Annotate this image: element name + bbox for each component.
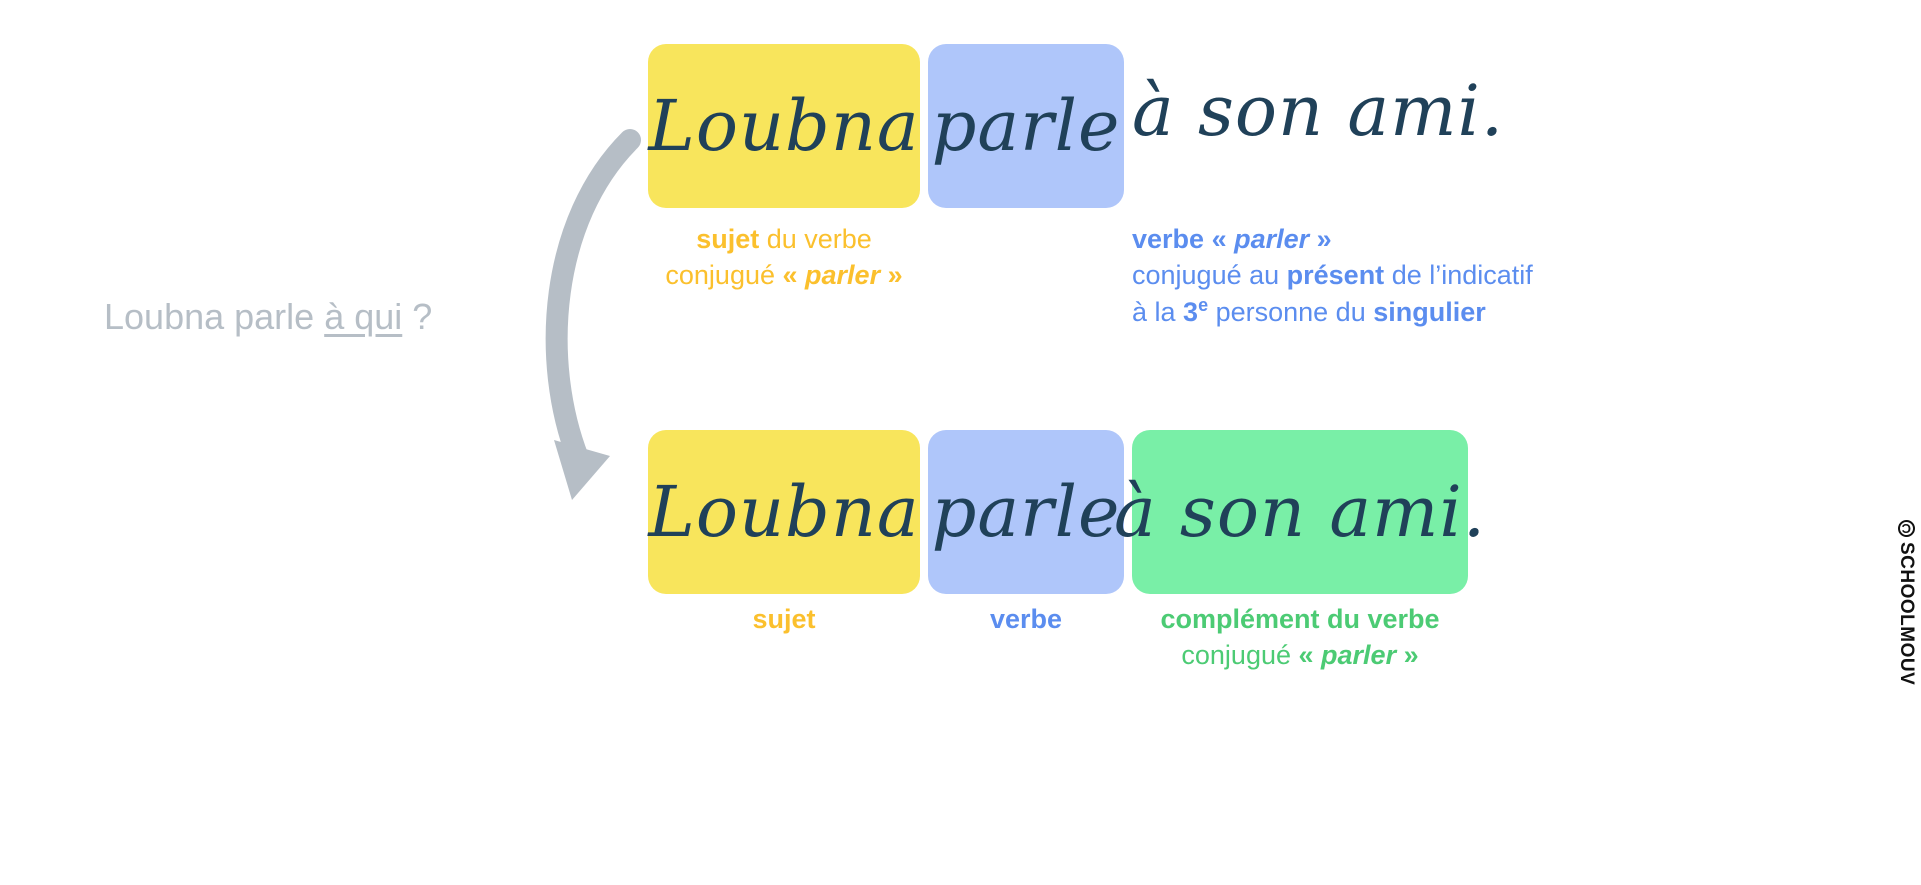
row1-verb-annot-bold: verbe <box>1132 224 1205 254</box>
row1-subject-annot-quote-close: » <box>880 259 903 290</box>
row2-verb-word: parle <box>931 471 1121 553</box>
watermark-text: SCHOOLMOUV <box>1896 542 1917 686</box>
row1-verb-annot-person-sup: e <box>1198 294 1209 315</box>
copyright-icon: C <box>1898 520 1915 537</box>
question-prompt: Loubna parle à qui ? <box>104 296 432 338</box>
row2-subject-box: Loubna <box>648 430 920 594</box>
row1-subject-annot-reg: du verbe <box>759 224 872 254</box>
question-before: Loubna parle <box>104 296 325 337</box>
row1-subject-word: Loubna <box>648 85 920 167</box>
row1-verb-annot-singulier: singulier <box>1373 296 1486 327</box>
row1-subject-annotation: sujet du verbe conjugué « parler » <box>648 222 920 294</box>
row1-verb-annot-person-number: 3 <box>1183 296 1199 327</box>
row2-comp-annot-conj: conjugué <box>1181 639 1299 670</box>
row1-verb-annot-quote-open: « <box>1204 224 1235 254</box>
row2-complement-word: à son ami. <box>1113 471 1487 553</box>
row1-tail-text: à son ami. <box>1132 70 1505 152</box>
row1-verb-annot-l2a: conjugué au <box>1132 259 1287 290</box>
row2-comp-annot-quote-close: » <box>1396 639 1419 670</box>
row2-subject-word: Loubna <box>648 471 920 553</box>
row1-verb-annotation-line1: verbe « parler » <box>1132 222 1533 258</box>
row1-subject-box: Loubna <box>648 44 920 208</box>
row1-verb-annotation-line2: conjugué au présent de l’indicatif <box>1132 258 1533 294</box>
row1-verb-annot-quote-close: » <box>1309 224 1332 254</box>
row1-subject-annot-quote-open: « <box>782 259 806 290</box>
question-underlined: à qui <box>324 296 403 337</box>
row1-verb-annot-italic: parler <box>1234 224 1310 254</box>
row1-subject-annotation-line1: sujet du verbe <box>648 222 920 258</box>
row1-verb-annot-l2b: de l’indicatif <box>1384 259 1533 290</box>
row2-verb-annotation: verbe <box>928 602 1124 638</box>
row2-complement-box: à son ami. <box>1114 430 1485 594</box>
row1-subject-annot-bold: sujet <box>696 224 760 254</box>
row1-verb-word: parle <box>931 85 1121 167</box>
row1-verb-box: parle <box>928 44 1124 208</box>
row2-complement-annotation-line1: complément du verbe <box>1132 602 1468 638</box>
row2-comp-annot-line1: complément du verbe <box>1160 604 1440 634</box>
row2-complement-annotation: complément du verbe conjugué « parler » <box>1132 602 1468 674</box>
row2-verb-annot-label: verbe <box>989 604 1063 634</box>
curved-arrow-down-icon <box>545 129 641 500</box>
row1-verb-annot-l3a: à la <box>1132 296 1184 327</box>
row1-subject-annot-italic: parler <box>805 259 881 290</box>
row1-subject-annot-conj: conjugué <box>665 259 783 290</box>
row2-comp-annot-italic: parler <box>1321 639 1397 670</box>
row1-subject-annotation-line2: conjugué « parler » <box>648 258 920 294</box>
schoolmouv-watermark: C SCHOOLMOUV <box>1895 520 1917 685</box>
row1-verb-annotation-line3: à la 3e personne du singulier <box>1132 294 1533 331</box>
row2-verb-box: parle <box>928 430 1124 594</box>
row1-verb-annot-present: présent <box>1286 259 1385 290</box>
row2-subject-annot-label: sujet <box>752 604 816 634</box>
row1-verb-annot-l3b: personne du <box>1208 296 1374 327</box>
row1-verb-annotation: verbe « parler » conjugué au présent de … <box>1132 222 1533 331</box>
row2-complement-annotation-line2: conjugué « parler » <box>1132 638 1468 674</box>
question-after: ? <box>402 296 433 337</box>
row2-comp-annot-quote-open: « <box>1298 639 1322 670</box>
row2-subject-annotation: sujet <box>648 602 920 638</box>
